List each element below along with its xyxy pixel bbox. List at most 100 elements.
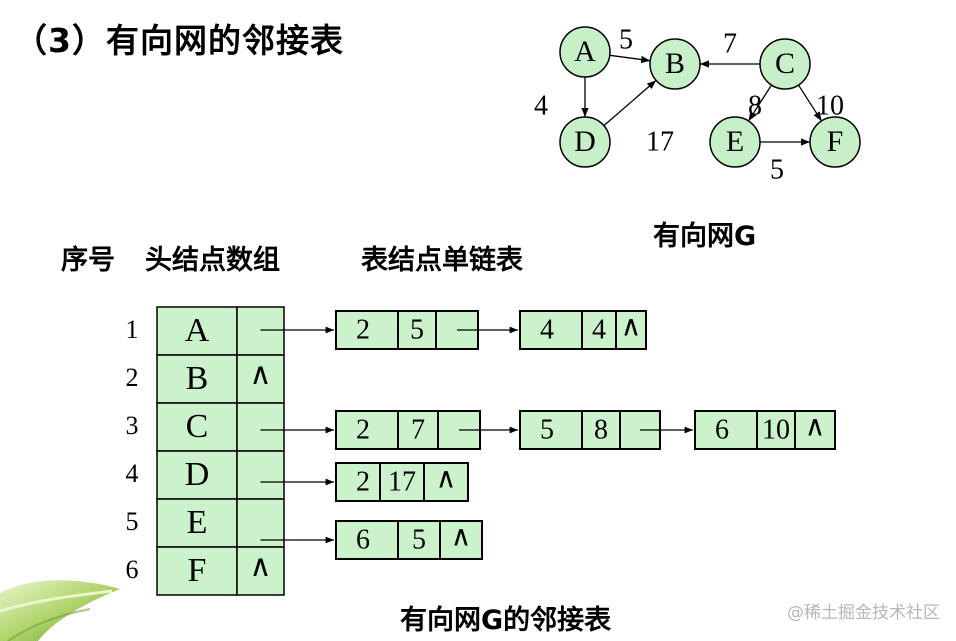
node-label: B bbox=[665, 47, 685, 80]
graph-node-d: D bbox=[559, 116, 611, 168]
weight-cell bbox=[756, 410, 796, 450]
weight-label: 4 bbox=[592, 314, 606, 345]
head-array-label: 头结点数组 bbox=[145, 245, 280, 276]
weight-label: 8 bbox=[594, 414, 608, 445]
row-index: 1 bbox=[126, 315, 139, 344]
edge-d-b bbox=[603, 79, 657, 127]
vertex-cell bbox=[156, 450, 238, 500]
vertex-cell bbox=[156, 546, 238, 596]
edge-weight-label: 17 bbox=[646, 126, 674, 157]
null-pointer-icon: ∧ bbox=[621, 311, 642, 342]
vertex-label: F bbox=[188, 552, 207, 589]
head-node-a: A1 bbox=[126, 306, 285, 356]
edge-weight-label: 7 bbox=[723, 28, 737, 59]
null-pointer-icon: ∧ bbox=[436, 463, 457, 494]
page-title: （3）有向网的邻接表 bbox=[14, 21, 344, 60]
bottom-caption: 有向网G的邻接表 bbox=[400, 605, 612, 636]
adjvex-cell bbox=[694, 410, 758, 450]
weight-label: 5 bbox=[412, 524, 426, 555]
leaf-decoration bbox=[0, 580, 120, 641]
adjvex-label: 6 bbox=[715, 414, 729, 445]
edge-node: 4 4 ∧ bbox=[519, 310, 647, 350]
next-cell bbox=[423, 462, 469, 502]
graph-node-c: C bbox=[759, 38, 811, 90]
weight-cell bbox=[397, 310, 437, 350]
node-circle bbox=[709, 116, 761, 168]
weight-label: 5 bbox=[410, 314, 424, 345]
adjvex-cell bbox=[335, 462, 381, 502]
head-node-c: C3 bbox=[126, 402, 285, 452]
adjvex-cell bbox=[519, 310, 583, 350]
head-node-d: D4 bbox=[126, 450, 285, 500]
row-index: 2 bbox=[126, 363, 139, 392]
null-pointer-icon: ∧ bbox=[805, 411, 826, 442]
head-node-b: B 2 ∧ bbox=[126, 354, 285, 404]
node-label: D bbox=[574, 125, 596, 158]
adjvex-label: 4 bbox=[540, 314, 554, 345]
adjvex-label: 2 bbox=[356, 466, 370, 497]
node-circle bbox=[559, 26, 611, 78]
edge-weight-label: 10 bbox=[816, 90, 844, 121]
graph-caption: 有向网G bbox=[653, 221, 757, 252]
graph-node-a: A bbox=[559, 26, 611, 78]
serial-label: 序号 bbox=[61, 245, 115, 276]
weight-label: 7 bbox=[411, 414, 425, 445]
weight-label: 17 bbox=[388, 466, 416, 497]
next-cell bbox=[615, 310, 647, 350]
null-pointer-icon: ∧ bbox=[250, 550, 272, 583]
vertex-label: A bbox=[185, 312, 210, 349]
node-label: F bbox=[827, 125, 844, 158]
firstarc-cell bbox=[236, 306, 285, 356]
vertex-label: E bbox=[187, 504, 208, 541]
null-pointer-icon: ∧ bbox=[250, 358, 272, 391]
node-label: E bbox=[726, 125, 744, 158]
adjvex-label: 2 bbox=[356, 414, 370, 445]
node-circle bbox=[559, 116, 611, 168]
node-circle bbox=[809, 116, 861, 168]
node-label: C bbox=[775, 47, 795, 80]
node-circle bbox=[759, 38, 811, 90]
weight-label: 10 bbox=[762, 414, 790, 445]
edge-node: 6 10 ∧ bbox=[694, 410, 836, 450]
adjvex-label: 6 bbox=[356, 524, 370, 555]
vertex-label: B bbox=[186, 360, 209, 397]
vertex-cell bbox=[156, 354, 238, 404]
row-index: 6 bbox=[126, 555, 139, 584]
edge-weight-label: 5 bbox=[770, 154, 784, 185]
edge-list-label: 表结点单链表 bbox=[361, 245, 523, 276]
adjvex-cell bbox=[335, 310, 399, 350]
edge-node: 2 17 ∧ bbox=[335, 462, 469, 502]
edge-weight-label: 8 bbox=[748, 90, 762, 121]
edge-c-f bbox=[797, 84, 823, 122]
firstarc-cell bbox=[236, 546, 285, 596]
edge-weight-label: 5 bbox=[619, 24, 633, 55]
vertex-label: C bbox=[186, 408, 209, 445]
watermark: @稀土掘金技术社区 bbox=[787, 603, 940, 623]
node-label: A bbox=[574, 35, 596, 68]
edge-c-e bbox=[747, 84, 773, 122]
next-cell bbox=[439, 520, 483, 560]
adjvex-label: 5 bbox=[540, 414, 554, 445]
graph-node-e: E bbox=[709, 116, 761, 168]
adjvex-label: 2 bbox=[356, 314, 370, 345]
edge-a-b bbox=[609, 54, 651, 64]
head-node-e: E5 bbox=[126, 498, 285, 548]
row-index: 4 bbox=[126, 459, 139, 488]
firstarc-cell bbox=[236, 450, 285, 500]
graph-node-b: B bbox=[649, 38, 701, 90]
node-circle bbox=[649, 38, 701, 90]
firstarc-cell bbox=[236, 402, 285, 452]
graph-node-f: F bbox=[809, 116, 861, 168]
head-node-f: F 6 ∧ bbox=[126, 546, 285, 596]
row-index: 3 bbox=[126, 411, 139, 440]
edge-weight-label: 4 bbox=[534, 90, 548, 121]
firstarc-cell bbox=[236, 354, 285, 404]
vertex-label: D bbox=[185, 456, 210, 493]
next-cell bbox=[794, 410, 836, 450]
